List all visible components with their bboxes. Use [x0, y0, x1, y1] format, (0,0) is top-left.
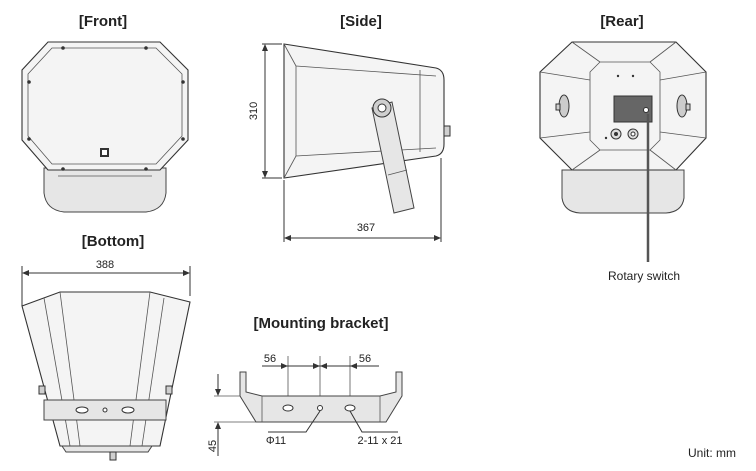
unit-label: Unit: mm	[688, 446, 736, 460]
bottom-view-title: [Bottom]	[82, 233, 144, 250]
side-height-dimension: 310	[248, 102, 260, 120]
center-hole	[317, 405, 323, 411]
side-depth-dimension: 367	[357, 222, 375, 234]
bottom-width-dimension: 388	[96, 259, 114, 271]
bracket-left-spacing: 56	[264, 353, 276, 365]
bottom-view: 388	[21, 259, 191, 461]
left-slot-hole	[282, 404, 294, 412]
side-view-title: [Side]	[340, 13, 382, 30]
front-mounting-bracket	[43, 167, 167, 213]
rear-mounting-bracket	[561, 169, 685, 214]
rear-view: Rotary switch	[539, 41, 707, 283]
side-view: 310 367	[248, 43, 451, 242]
front-view	[21, 41, 189, 213]
right-slot-hole	[344, 404, 356, 412]
bracket-view-title: [Mounting bracket]	[254, 315, 389, 332]
side-horn-body	[283, 43, 445, 179]
front-view-title: [Front]	[79, 13, 127, 30]
slot-holes-label: 2-11 x 21	[357, 435, 402, 447]
rear-view-title: [Rear]	[600, 13, 643, 30]
bracket-shape	[239, 371, 403, 423]
bracket-right-spacing: 56	[359, 353, 371, 365]
rotary-switch-knob	[643, 107, 649, 113]
center-hole-label: Φ11	[266, 435, 286, 447]
rotary-switch-label: Rotary switch	[608, 269, 680, 283]
front-screws	[27, 46, 185, 171]
bracket-height-dimension: 45	[207, 440, 219, 452]
mounting-bracket-view: 56 56 45 Φ11 2-11 x 21	[207, 353, 403, 456]
front-grille-body	[21, 41, 189, 171]
